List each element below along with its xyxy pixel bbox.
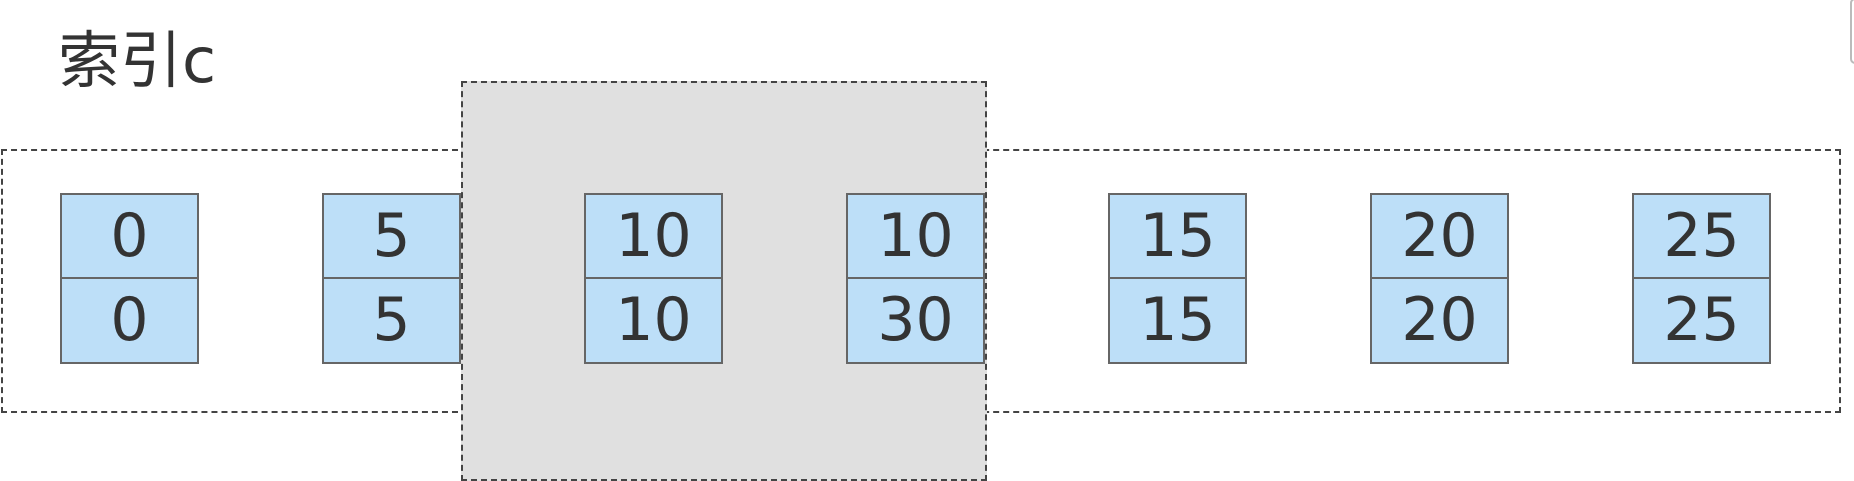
entry-id-value: 20 [1401, 285, 1478, 356]
index-entry: 5 5 [322, 193, 461, 364]
entry-c-value: 20 [1372, 195, 1507, 279]
entry-c-value: 15 [1110, 195, 1245, 279]
index-entry: 10 30 [846, 193, 985, 364]
entry-c-value: 25 [1634, 195, 1769, 279]
index-entry: 20 20 [1370, 193, 1509, 364]
index-entry: 10 10 [584, 193, 723, 364]
index-entry: 15 15 [1108, 193, 1247, 364]
entry-c-value: 10 [848, 195, 983, 279]
entry-id-value: 0 [110, 285, 149, 356]
entry-c-value: 0 [62, 195, 197, 279]
entry-c-value: 5 [324, 195, 459, 279]
index-title: 索引c [58, 24, 217, 97]
edge-handle [1850, 0, 1854, 64]
entry-id-value: 15 [1139, 285, 1216, 356]
index-entry: 0 0 [60, 193, 199, 364]
entry-id-value: 25 [1663, 285, 1740, 356]
entry-id-value: 5 [372, 285, 411, 356]
entry-id-value: 10 [615, 285, 692, 356]
index-entry: 25 25 [1632, 193, 1771, 364]
entry-id-value: 30 [877, 285, 954, 356]
entry-c-value: 10 [586, 195, 721, 279]
